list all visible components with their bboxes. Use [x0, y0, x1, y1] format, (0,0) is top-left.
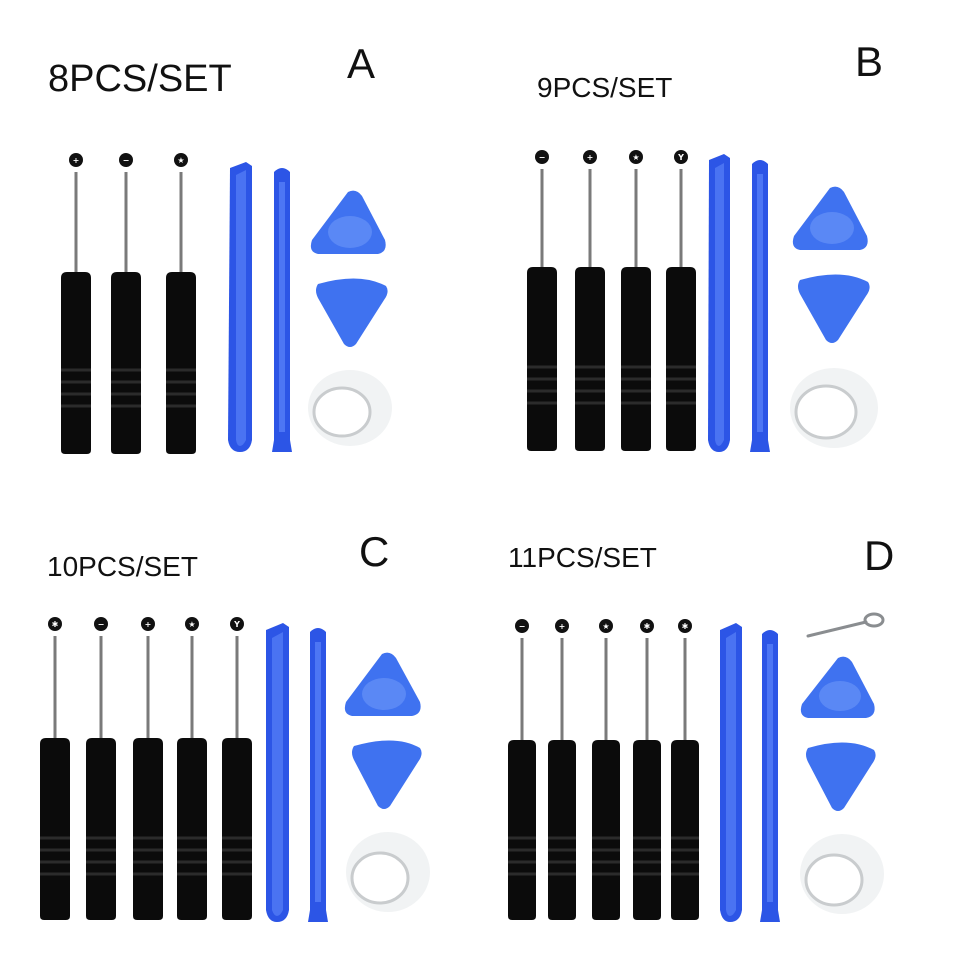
svg-text:+: +: [587, 153, 594, 162]
set-title: 9PCS/SET: [537, 72, 673, 103]
spudger: [308, 628, 328, 922]
screwdriver: −: [111, 153, 141, 454]
screwdriver: Y: [222, 617, 252, 920]
screwdriver: −: [86, 617, 116, 920]
spudger: [760, 630, 780, 922]
set-letter: C: [359, 528, 390, 575]
panel-set-c: 10PCS/SET C ✱ − + ★: [0, 480, 480, 960]
tool-set-image: + − ★: [0, 0, 480, 480]
svg-text:★: ★: [188, 620, 195, 629]
svg-text:−: −: [539, 153, 546, 162]
triangle-pick-with-cup: [310, 190, 386, 254]
set-letter: B: [855, 38, 884, 85]
svg-text:+: +: [559, 622, 566, 631]
screwdriver: ★: [177, 617, 207, 920]
tool-set-image: ✱ − + ★: [0, 480, 480, 960]
screwdriver: ★: [592, 619, 620, 920]
triangle-pick: [352, 740, 422, 809]
triangle-pick: [316, 278, 388, 347]
screwdriver: ✱: [40, 617, 70, 920]
screwdriver: +: [61, 153, 91, 454]
suction-cup: [346, 832, 430, 912]
set-letter: D: [864, 532, 895, 579]
svg-text:★: ★: [632, 153, 639, 162]
tool-set-image: − + ★ Y: [480, 0, 960, 480]
svg-text:★: ★: [602, 622, 609, 631]
triangle-pick-with-cup: [792, 186, 868, 250]
spudger: [272, 168, 292, 452]
set-letter: A: [347, 40, 376, 87]
set-title: 8PCS/SET: [48, 58, 232, 100]
svg-text:+: +: [145, 620, 152, 629]
pry-bar: [708, 154, 730, 452]
suction-cup: [790, 368, 878, 448]
svg-text:✱: ✱: [644, 622, 651, 631]
triangle-pick-with-cup: [344, 652, 421, 716]
screwdriver: +: [548, 619, 576, 920]
spudger: [750, 160, 770, 452]
suction-cup: [308, 370, 392, 446]
screwdriver: ✱: [671, 619, 699, 920]
triangle-pick: [806, 742, 876, 811]
svg-text:−: −: [98, 620, 105, 629]
panel-set-b: 9PCS/SET B − + ★ Y: [480, 0, 960, 480]
svg-text:+: +: [73, 156, 80, 165]
sim-eject-pin: [806, 612, 885, 638]
screwdriver: −: [508, 619, 536, 920]
svg-text:−: −: [519, 622, 526, 631]
svg-text:Y: Y: [233, 620, 240, 629]
svg-text:Y: Y: [677, 153, 684, 162]
screwdriver: Y: [666, 150, 696, 451]
svg-text:★: ★: [177, 156, 184, 165]
panel-set-d: 11PCS/SET D − + ★ ✱: [480, 480, 960, 960]
screwdriver: −: [527, 150, 557, 451]
pry-bar: [720, 623, 742, 922]
screwdriver: +: [133, 617, 163, 920]
svg-text:−: −: [123, 156, 130, 165]
pry-bar: [266, 623, 289, 922]
panel-set-a: 8PCS/SET A + − ★: [0, 0, 480, 480]
suction-cup: [800, 834, 884, 914]
triangle-pick-with-cup: [800, 656, 875, 718]
triangle-pick: [798, 274, 870, 343]
screwdriver: ★: [621, 150, 651, 451]
screwdriver: ✱: [633, 619, 661, 920]
set-title: 11PCS/SET: [508, 542, 657, 573]
svg-text:✱: ✱: [52, 620, 59, 629]
screwdriver: +: [575, 150, 605, 451]
set-title: 10PCS/SET: [47, 551, 198, 582]
svg-text:✱: ✱: [682, 622, 689, 631]
screwdriver: ★: [166, 153, 196, 454]
tool-set-image: − + ★ ✱: [480, 480, 960, 960]
pry-bar: [228, 162, 252, 452]
